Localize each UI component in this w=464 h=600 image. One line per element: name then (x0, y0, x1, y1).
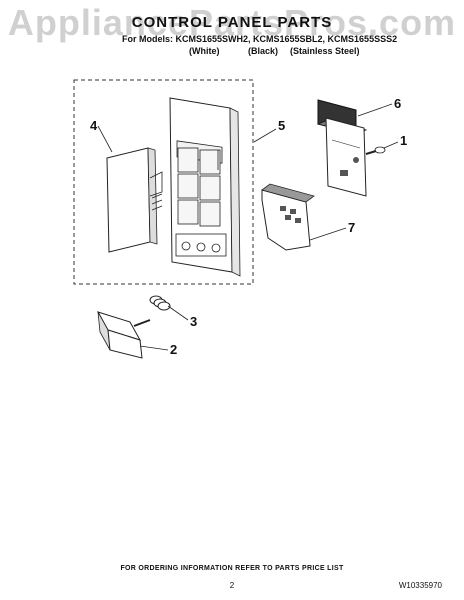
callout-7: 7 (348, 220, 356, 235)
model-numbers: For Models: KCMS1655SWH2, KCMS1655SBL2, … (122, 34, 398, 44)
part-3-spring (149, 295, 171, 311)
callout-3: 3 (190, 314, 198, 329)
part-5-control-panel (169, 97, 241, 277)
part-7-bracket (261, 183, 315, 251)
assembly-boundary (73, 79, 254, 285)
callout-6: 6 (394, 96, 402, 111)
leader-lines (97, 103, 399, 351)
part-1-screw (365, 146, 386, 155)
watermark-logo: AppliancePartsPros.com (7, 2, 457, 43)
page-title: CONTROL PANEL PARTS (131, 14, 333, 31)
ordering-note: FOR ORDERING INFORMATION REFER TO PARTS … (120, 565, 344, 572)
callout-2: 2 (170, 342, 178, 357)
callout-1: 1 (400, 133, 408, 148)
part-2-push-button (96, 311, 151, 359)
part-6-control-board (316, 99, 368, 197)
part-4-membrane (106, 147, 163, 253)
page-number: 2 (229, 581, 235, 590)
callout-4: 4 (90, 118, 98, 133)
variant-black: (Black) (248, 46, 279, 56)
variant-stainless: (Stainless Steel) (290, 46, 360, 56)
variant-white: (White) (189, 46, 220, 56)
callout-5: 5 (278, 118, 286, 133)
document-number: W10335970 (398, 581, 442, 590)
